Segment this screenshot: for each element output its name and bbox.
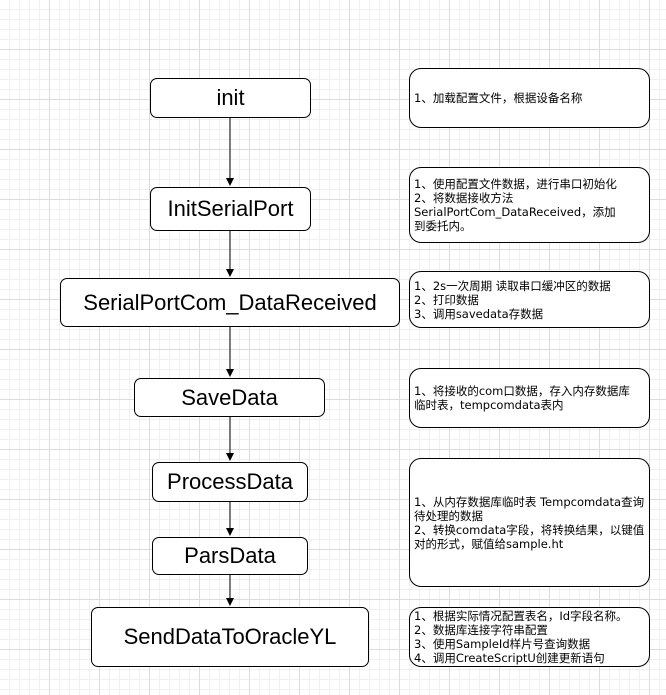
note-line: 1、从内存数据库临时表 Tempcomdata查询 xyxy=(414,494,645,509)
pars-data-node[interactable]: ParsData xyxy=(152,537,308,575)
note-line: 1、加载配置文件，根据设备名称 xyxy=(414,91,583,105)
note-line: 3、使用SampleId样片号查询数据 xyxy=(414,637,591,651)
note-line: 2、数据库连接字符串配置 xyxy=(414,623,548,637)
init-node-label: init xyxy=(216,85,245,110)
note-line: 待处理的数据 xyxy=(414,508,483,523)
note-line: 3、调用savedata存数据 xyxy=(414,306,544,321)
note-line: 1、2s一次周期 读取串口缓冲区的数据 xyxy=(414,278,611,293)
note-line: 2、将数据接收方法 xyxy=(414,191,514,205)
process-data-node-label: ProcessData xyxy=(167,469,293,494)
init-node[interactable]: init xyxy=(150,78,311,118)
note-save-data: 1、将接收的com口数据，存入内存数据库 临时表，tempcomdata表内 xyxy=(409,368,650,428)
note-line: 2、打印数据 xyxy=(414,292,479,307)
init-serial-port-node-label: InitSerialPort xyxy=(167,196,294,221)
note-init-serial-port: 1、使用配置文件数据，进行串口初始化 2、将数据接收方法 SerialPortC… xyxy=(409,167,650,243)
note-line: 到委托内。 xyxy=(414,219,472,233)
serial-port-com-data-received-node-label: SerialPortCom_DataReceived xyxy=(83,289,377,315)
note-line: 2、转换comdata字段，将转换结果，以键值 xyxy=(414,522,645,537)
note-line: 1、将接收的com口数据，存入内存数据库 xyxy=(414,384,630,398)
note-process-and-pars-data: 1、从内存数据库临时表 Tempcomdata查询 待处理的数据 2、转换com… xyxy=(409,458,650,587)
save-data-node-label: SaveData xyxy=(181,384,278,410)
pars-data-node-label: ParsData xyxy=(184,543,276,568)
note-serial-port-com-data-received: 1、2s一次周期 读取串口缓冲区的数据 2、打印数据 3、调用savedata存… xyxy=(409,271,650,328)
note-line: 1、根据实际情况配置表名，Id字段名称。 xyxy=(414,609,628,623)
note-line: 4、调用CreateScriptU创建更新语句 xyxy=(414,651,605,665)
note-line: SerialPortCom_DataReceived，添加 xyxy=(414,205,616,219)
note-line: 临时表，tempcomdata表内 xyxy=(414,398,564,412)
send-data-to-oracle-yl-node-label: SendDataToOracleYL xyxy=(123,624,337,649)
process-data-node[interactable]: ProcessData xyxy=(152,462,308,502)
note-line: 1、使用配置文件数据，进行串口初始化 xyxy=(414,177,617,191)
note-line: 对的形式，赋值给sample.ht xyxy=(414,536,564,551)
note-send-data-to-oracle-yl: 1、根据实际情况配置表名，Id字段名称。 2、数据库连接字符串配置 3、使用Sa… xyxy=(409,607,650,667)
init-serial-port-node[interactable]: InitSerialPort xyxy=(150,187,311,231)
serial-port-com-data-received-node[interactable]: SerialPortCom_DataReceived xyxy=(60,278,400,327)
send-data-to-oracle-yl-node[interactable]: SendDataToOracleYL xyxy=(91,607,369,667)
save-data-node[interactable]: SaveData xyxy=(134,378,325,417)
note-init: 1、加载配置文件，根据设备名称 xyxy=(409,68,650,128)
